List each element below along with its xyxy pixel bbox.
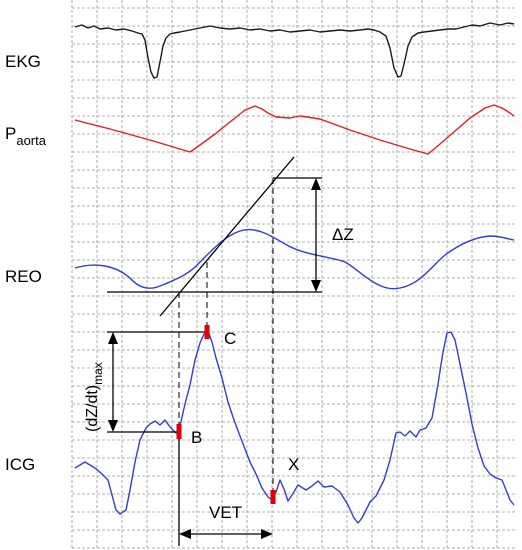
label-icg: ICG bbox=[5, 455, 35, 474]
vertical-guides bbox=[178, 178, 274, 498]
icg-trace bbox=[74, 330, 515, 524]
label-point-b: B bbox=[191, 428, 202, 447]
label-delta-z: ΔZ bbox=[332, 225, 354, 244]
paorta-trace bbox=[74, 104, 515, 155]
vet-arrow bbox=[178, 432, 273, 546]
label-reo: REO bbox=[5, 267, 42, 286]
label-dzdt-main: (dZ/dt) bbox=[84, 385, 101, 432]
label-paorta-main: P bbox=[5, 124, 16, 143]
label-point-c: C bbox=[224, 329, 236, 348]
delta-z-arrow bbox=[311, 178, 321, 292]
marker-x bbox=[270, 490, 276, 504]
label-paorta-sub: aorta bbox=[16, 133, 46, 148]
reo-construction bbox=[107, 156, 322, 317]
label-ekg: EKG bbox=[5, 52, 41, 71]
label-dzdt-max: (dZ/dt)max bbox=[84, 362, 105, 432]
grid bbox=[71, 0, 515, 549]
label-paorta: Paorta bbox=[5, 124, 47, 148]
marker-c bbox=[204, 325, 210, 339]
label-point-x: X bbox=[288, 455, 299, 474]
label-dzdt-sub: max bbox=[91, 362, 105, 385]
dzdt-max-arrow bbox=[107, 331, 207, 433]
marker-b bbox=[176, 424, 182, 439]
reo-tangent-line bbox=[159, 156, 295, 317]
markers bbox=[176, 325, 276, 504]
reo-trace bbox=[74, 228, 515, 290]
label-vet: VET bbox=[209, 503, 242, 522]
ekg-trace bbox=[74, 22, 515, 79]
